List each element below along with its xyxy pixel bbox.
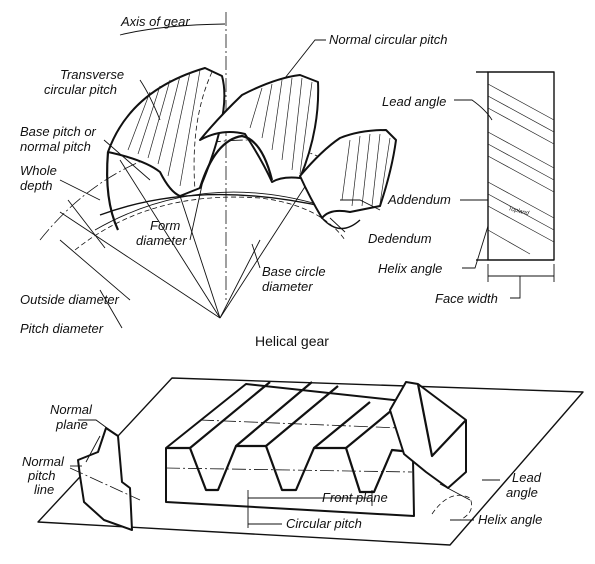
normal-plane-section: [69, 427, 141, 531]
gear-side-view: [454, 71, 555, 299]
label-normal-pitch-line-3: line: [34, 482, 54, 497]
helical-rack-drawing: [37, 377, 584, 546]
rack-right-piece: [389, 381, 471, 501]
gear-tooth-left: [106, 67, 226, 231]
label-base-circle-1: Base circle: [262, 264, 326, 279]
base-circle-arc: [94, 191, 321, 231]
label-normal-plane-1: Normal: [50, 402, 93, 417]
label-normal-pitch-line-2: pitch: [27, 468, 55, 483]
label-form-diameter-1: Form: [150, 218, 181, 233]
label-lead-angle: Lead angle: [382, 94, 446, 109]
label-whole-depth-2: depth: [20, 178, 53, 193]
form-circle-arc: [74, 196, 346, 251]
label-helix-angle: Helix angle: [378, 261, 442, 276]
label-base-pitch-1: Base pitch or: [20, 124, 97, 139]
label-base-circle-2: diameter: [262, 279, 313, 294]
caption-helical-gear: Helical gear: [255, 333, 329, 349]
base-plate: [37, 377, 584, 546]
label-normal-plane-2: plane: [55, 417, 88, 432]
label-base-pitch-2: normal pitch: [20, 139, 91, 154]
label-lead-angle-bottom-1: Lead: [512, 470, 542, 485]
label-whole-depth-1: Whole: [20, 163, 57, 178]
label-topland: Topland: [508, 206, 531, 217]
label-pitch-diameter: Pitch diameter: [20, 321, 104, 336]
label-axis-of-gear: Axis of gear: [120, 14, 190, 29]
rack-leaders: [70, 419, 500, 528]
top-labels: Axis of gear Normal circular pitch Trans…: [20, 14, 530, 349]
label-transverse-1: Transverse: [60, 67, 124, 82]
helical-gear-drawing: [39, 12, 397, 329]
label-dedendum: Dedendum: [368, 231, 432, 246]
bottom-labels: Normal plane Normal pitch line Front pla…: [22, 402, 542, 531]
label-outside-diameter: Outside diameter: [20, 292, 120, 307]
label-face-width: Face width: [435, 291, 498, 306]
label-normal-pitch-line-1: Normal: [22, 454, 65, 469]
label-front-plane: Front plane: [322, 490, 388, 505]
root-circle-arc: [99, 193, 331, 216]
label-addendum: Addendum: [387, 192, 451, 207]
label-lead-angle-bottom-2: angle: [506, 485, 538, 500]
label-circular-pitch: Circular pitch: [286, 516, 362, 531]
label-normal-circular-pitch: Normal circular pitch: [329, 32, 447, 47]
label-form-diameter-2: diameter: [136, 233, 187, 248]
dimension-leaders: [59, 23, 381, 329]
label-helix-angle-bottom: Helix angle: [478, 512, 542, 527]
label-transverse-2: circular pitch: [44, 82, 117, 97]
gear-tooth-right: [299, 129, 397, 230]
